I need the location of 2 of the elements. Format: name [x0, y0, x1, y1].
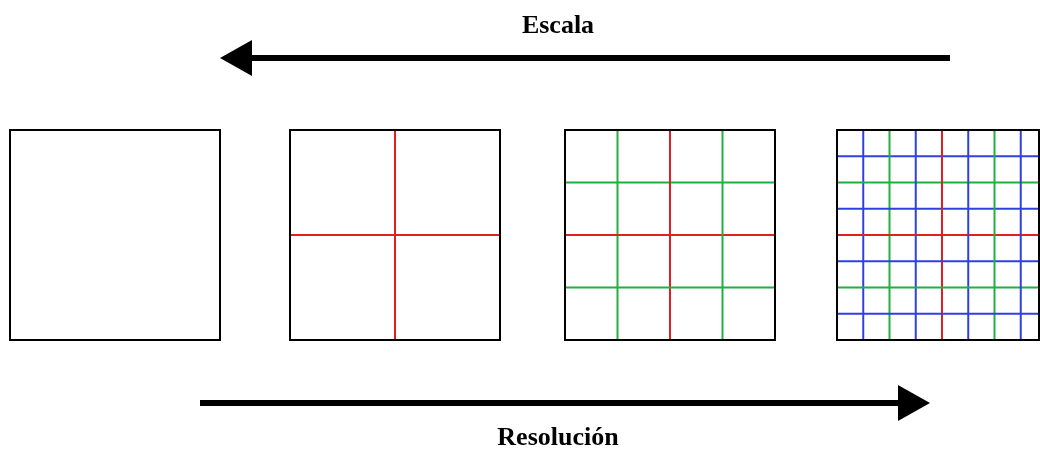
- scale-label: Escala: [521, 12, 595, 38]
- resolution-label: Resolución: [497, 424, 619, 450]
